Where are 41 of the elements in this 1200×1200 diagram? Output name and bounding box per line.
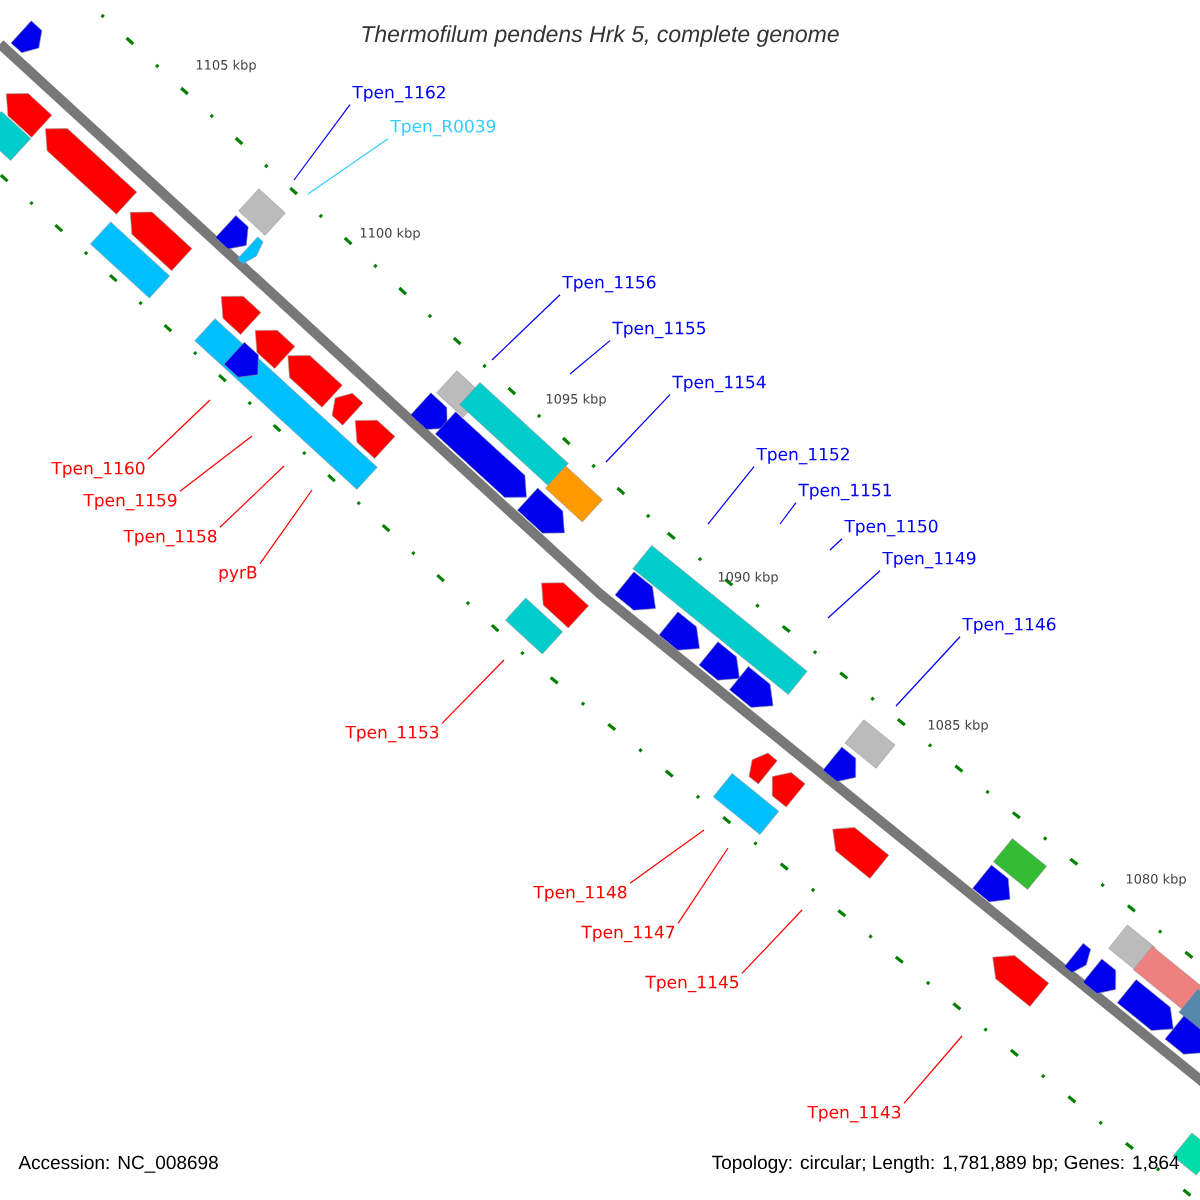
leader-line — [307, 138, 389, 195]
leader-line — [259, 489, 313, 565]
gene-label: Tpen_1153 — [345, 725, 439, 743]
leader-line — [829, 538, 843, 551]
gene-label: Tpen_R0039 — [390, 119, 496, 137]
gene-label: Tpen_1151 — [798, 483, 891, 501]
leader-line — [569, 340, 611, 375]
leader-line — [293, 104, 351, 181]
gene-label: Tpen_1143 — [807, 1105, 901, 1123]
gene-label: Tpen_1158 — [123, 529, 217, 547]
leader-line — [491, 294, 561, 361]
gene-label: Tpen_1147 — [581, 925, 675, 943]
leader-line — [605, 394, 671, 463]
leader-line — [827, 570, 881, 619]
leader-line — [629, 829, 705, 884]
leader-line — [779, 502, 797, 525]
gene-label: Tpen_1159 — [83, 493, 177, 511]
leader-line — [707, 466, 755, 525]
leader-line — [147, 399, 211, 460]
gene-label: Tpen_1152 — [756, 447, 849, 465]
genome-info-text: Topology: circular; Length: 1,781,889 bp; Genes: 1,864 — [712, 1155, 1179, 1173]
leader-line — [895, 636, 961, 707]
gene-label: Tpen_1149 — [882, 551, 976, 569]
leader-line — [219, 465, 285, 528]
gene-label: Tpen_1154 — [672, 375, 766, 393]
leader-line — [903, 1035, 963, 1104]
gene-label: Tpen_1148 — [533, 885, 627, 903]
gene-label: pyrB — [219, 566, 257, 582]
gene-label: Tpen_1155 — [612, 321, 706, 339]
leader-line — [741, 909, 803, 974]
gene-label: Tpen_1146 — [962, 617, 1056, 635]
gene-label: Tpen_1150 — [844, 519, 938, 537]
title: Thermofilum pendens Hrk 5, complete genome — [362, 25, 839, 47]
leader-line — [179, 435, 253, 492]
leader-line — [677, 847, 729, 924]
gene-label: Tpen_1160 — [51, 461, 145, 479]
gene-label: Tpen_1162 — [352, 85, 445, 103]
gene-label: Tpen_1156 — [562, 275, 656, 293]
gene-label: Tpen_1145 — [645, 975, 739, 993]
leader-line — [441, 659, 505, 724]
accession-text: Accession: NC_008698 — [18, 1155, 218, 1173]
